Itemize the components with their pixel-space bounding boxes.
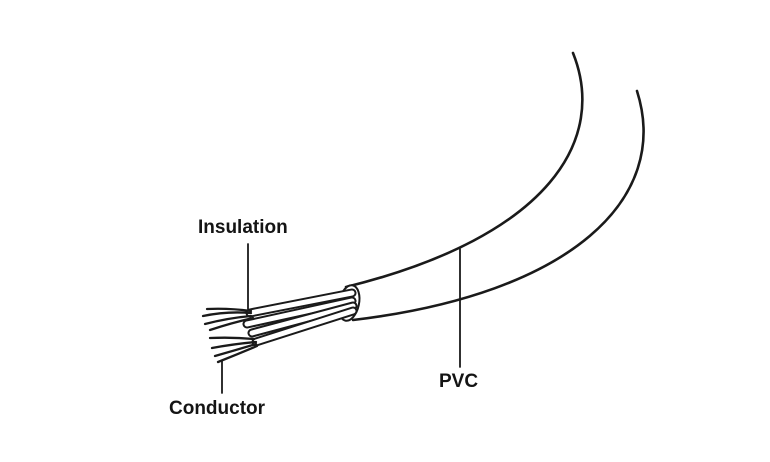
label-pvc: PVC [439, 371, 479, 392]
pvc-jacket-body [346, 53, 644, 320]
insulated-wire [242, 296, 357, 329]
label-conductor: Conductor [169, 398, 266, 419]
insulated-wire [251, 306, 358, 347]
insulated-wire [247, 301, 358, 338]
label-insulation: Insulation [198, 217, 288, 238]
conductor-strands [201, 307, 259, 364]
pvc-jacket-edge-inner [344, 51, 584, 289]
pvc-jacket-edge-outer [351, 89, 645, 322]
insulated-wires [242, 288, 358, 347]
insulated-wire [245, 288, 357, 318]
